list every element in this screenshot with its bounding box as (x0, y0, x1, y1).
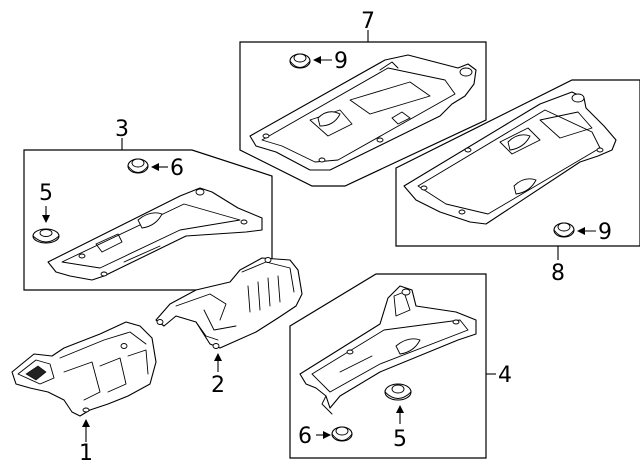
callout-3: 3 (115, 117, 129, 142)
callout-5-left: 5 (39, 181, 53, 206)
callout-6-upper: 6 (170, 156, 184, 181)
under-shield-4 (299, 285, 477, 415)
under-shield-8 (403, 91, 617, 225)
callout-1: 1 (79, 441, 93, 466)
group-3-frame (23, 149, 273, 291)
under-shield-3 (47, 187, 263, 281)
group-7-frame (239, 41, 487, 187)
group-3: 3 6 5 (23, 117, 273, 291)
grommet-6-lower (331, 426, 353, 442)
callout-5-bottom: 5 (393, 427, 407, 452)
callout-7: 7 (361, 9, 375, 34)
under-shield-7 (249, 54, 477, 171)
callout-8: 8 (551, 261, 565, 286)
grommet-5-left (32, 228, 60, 244)
group-4-frame (289, 273, 487, 459)
group-7: 7 9 (239, 9, 487, 187)
grommet-6-upper (127, 158, 149, 174)
heat-shield-1 (11, 321, 157, 417)
callout-9-upper: 9 (334, 49, 348, 74)
grommet-9-lower (553, 222, 575, 238)
heat-shield-2 (155, 257, 303, 349)
group-8: 8 9 (395, 79, 640, 286)
callout-9-lower: 9 (598, 220, 612, 245)
grommet-5-bottom (384, 383, 412, 401)
grommet-9-upper (289, 53, 311, 69)
callout-2: 2 (211, 373, 225, 398)
group-8-frame (395, 79, 640, 247)
group-4: 4 5 6 (289, 273, 512, 459)
callout-6-lower: 6 (298, 424, 312, 449)
callout-4: 4 (498, 363, 512, 388)
